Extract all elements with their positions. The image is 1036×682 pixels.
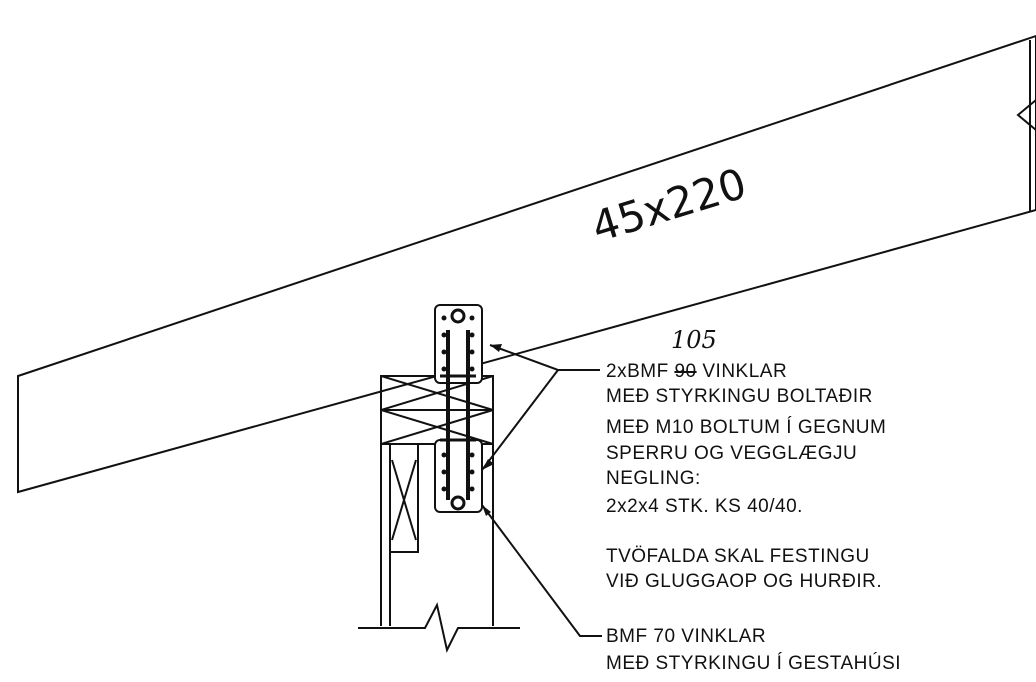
leader-upper-2	[481, 369, 559, 471]
leader-lower	[481, 504, 602, 637]
leader-arrow-lower	[482, 505, 491, 516]
m10-bolts	[446, 330, 470, 500]
bracket-note-line6: 2x2x4 STK. KS 40/40.	[606, 496, 803, 517]
window-cross-2	[391, 459, 417, 541]
bracket-note-line1: 2xBMF 90 VINKLAR	[606, 360, 787, 383]
handwritten-correction: 105	[671, 326, 717, 354]
bracket-note-prefix: 2xBMF	[606, 361, 675, 382]
upper-bolt-head	[450, 308, 466, 324]
lower-note-line2: MEÐ STYRKINGU Í GESTAHÚSI	[606, 653, 902, 674]
bolt-nuts	[440, 374, 476, 442]
struck-value: 90	[674, 361, 697, 382]
lower-note-line1: BMF 70 VINKLAR	[606, 626, 767, 647]
window-frame	[389, 443, 419, 553]
bracket-note-line3: MEÐ M10 BOLTUM Í GEGNUM	[606, 417, 887, 438]
right-edge-tick	[1016, 99, 1036, 131]
leader-arrow-mid	[482, 459, 494, 470]
top-plate-cross-4	[380, 409, 494, 445]
bracket-nail-holes	[441, 315, 475, 492]
bracket-note-suffix: VINKLAR	[696, 361, 788, 382]
double-fastening-line2: VIÐ GLUGGAOP OG HURÐIR.	[606, 571, 883, 592]
leader-arrow-upper	[490, 344, 502, 352]
lower-bolt-head	[450, 495, 466, 511]
bracket-note-line4: SPERRU OG VEGGLÆGJU	[606, 443, 858, 464]
bracket-note-line2: MEÐ STYRKINGU BOLTAÐIR	[606, 386, 873, 407]
bracket-note-line5: NEGLING:	[606, 468, 701, 489]
break-line	[358, 602, 520, 653]
rafter-beam	[17, 34, 1036, 494]
double-fastening-line1: TVÖFALDA SKAL FESTINGU	[606, 546, 870, 567]
